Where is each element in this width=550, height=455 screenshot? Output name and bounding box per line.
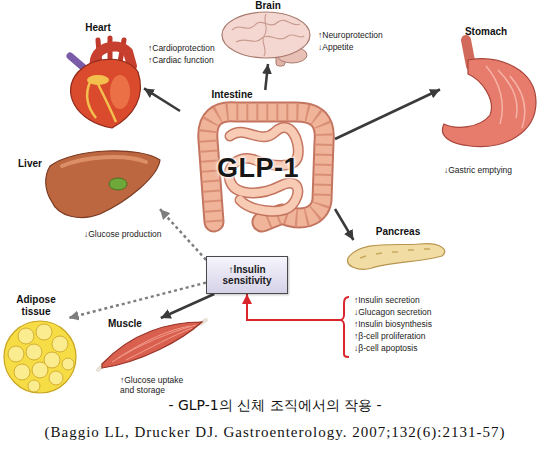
effect-text: ↑Insulin biosynthesis [354,320,432,330]
effect-text: ↓Gastric emptying [444,166,512,176]
fat-cell [62,358,74,370]
process-box: ↑Insulin sensitivity [206,256,288,294]
organ-node: Pancreas↑Insulin secretion↓Glucagon secr… [340,240,452,368]
pancreas-body [348,244,445,270]
colon [208,112,325,222]
pancreas-texture [360,249,430,258]
organ-node: Heart↑Cardioprotection↑Cardiac function [62,40,144,128]
arrow-connector [265,64,268,90]
gallbladder [109,178,127,190]
heart-body [71,59,141,128]
stomach-body [442,59,536,147]
arrow-connector [160,209,206,260]
liver-highlight [62,157,146,166]
box-text: ↑Insulin sensitivity [211,264,283,287]
organ-node: Stomach↓Gastric emptying [440,40,540,150]
arrow-connector [69,283,206,318]
fat-cell [8,346,24,362]
brain-folds [232,14,304,56]
adipose-illustration [4,321,76,393]
heart-highlight [110,75,130,109]
effect-bracket [340,297,349,357]
colon-folds [208,112,325,222]
organ-label: Pancreas [376,226,420,238]
effect-text: ↑Cardioprotection [148,44,215,54]
effect-text: ↑Glucose uptake and storage [120,376,198,396]
stomach-illustration [442,40,536,147]
fat-cell [36,324,52,340]
muscle-fibers [112,325,196,362]
organ-node: Adipose tissue [4,318,76,394]
organ-label: Adipose tissue [9,294,63,317]
fat-cell [14,364,30,380]
brain-illustration [222,12,310,66]
effect-text: ↓Glucose production [84,230,162,240]
effect-text: ↑β-cell proliferation [354,332,426,342]
coronary-artery [87,82,116,122]
pancreas-illustration [340,244,445,357]
citation-text: (Baggio LL, Drucker DJ. Gastroenterology… [45,424,506,441]
organ-node: IntestineGLP-1 [180,90,335,230]
adipose-body [4,321,76,393]
arrow-connector [144,88,180,111]
organ-label: Stomach [465,26,507,38]
fat-cell [26,344,42,360]
effect-text: ↓Appetite [318,43,353,53]
effect-text: ↑Cardiac function [148,56,214,66]
cerebrum [222,12,310,58]
colon-outline [208,112,325,222]
pulmonary-vessel [70,56,84,68]
organ-node: Brain↑Neuroprotection↓Appetite [222,12,314,64]
hormone-title: GLP-1 [217,153,299,184]
arrow-connector [247,294,340,320]
organ-label: Brain [255,0,281,12]
fat-cells [8,324,74,392]
fat-cell [28,380,40,392]
effect-text: ↓Glucagon secretion [354,308,432,318]
effect-text: ↑Neuroprotection [318,31,383,41]
liver-body [46,151,160,218]
heart-illustration [70,38,140,128]
arrow-connector [161,294,214,318]
effect-text: ↓β-cell apoptosis [354,344,417,354]
fat-cell [18,328,34,344]
intestine-illustration [208,112,325,222]
figure-caption: - GLP-1의 신체 조직에서의 작용 - [168,397,381,415]
organ-label: Liver [18,158,42,170]
organ-label: Muscle [108,318,142,330]
arrow-connector [335,90,440,140]
liver-illustration [46,151,160,218]
organ-node: Liver↓Glucose production [40,148,160,220]
fat-cell [32,362,48,378]
stomach-folds [486,66,525,128]
arrow-connector [335,209,353,240]
organ-node: Muscle↑Glucose uptake and storage [96,318,204,376]
fat-cell [52,336,68,352]
connector-layer [69,64,440,320]
fat-cell [49,371,63,385]
organ-label: Intestine [211,89,252,101]
organ-label: Heart [85,22,111,34]
effect-text: ↑Insulin secretion [354,296,420,306]
